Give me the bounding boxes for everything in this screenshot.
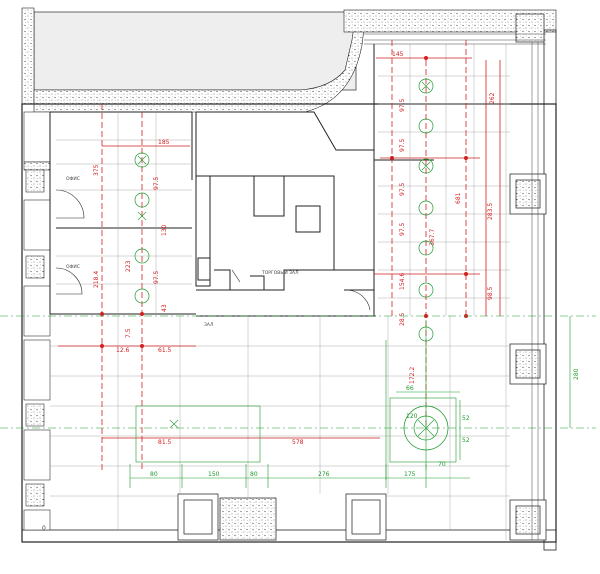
partitions xyxy=(49,44,434,317)
dim-left-low-c: 61.5 xyxy=(158,347,172,354)
dim-right-col-top: 262 xyxy=(489,92,496,104)
green-dimension-labels: 80 150 80 276 175 70 66 120 52 52 280 xyxy=(150,368,580,478)
ceiling-lights xyxy=(134,78,449,451)
green-marks xyxy=(137,81,435,437)
tile-grid xyxy=(50,44,510,540)
wall-bottom xyxy=(21,529,557,543)
dim-green-b4: 276 xyxy=(318,471,330,478)
right-piers xyxy=(509,13,547,541)
building-outline xyxy=(21,103,557,543)
corner-mark: 0 xyxy=(42,525,46,532)
dim-green-b2: 150 xyxy=(208,471,220,478)
dim-left-width-top: 185 xyxy=(158,139,170,146)
bottom-piers xyxy=(177,493,387,541)
wall-top-right xyxy=(343,9,557,33)
dim-right-inner-g: 28.5 xyxy=(399,312,406,326)
dim-green-r4: 52 xyxy=(462,437,470,444)
dim-right-inner-b: 97.5 xyxy=(399,138,406,152)
dim-left-inner-c: 97.5 xyxy=(153,270,160,284)
dim-green-r3: 52 xyxy=(462,415,470,422)
dim-right-col-bottom: 98.5 xyxy=(487,286,494,300)
dim-left-top-vertical: 375 xyxy=(93,164,100,176)
wall-right xyxy=(543,29,557,551)
green-axes xyxy=(0,315,596,488)
right-mullions xyxy=(364,33,546,540)
dim-green-b6: 70 xyxy=(438,461,446,468)
dim-left-inner-a: 97.5 xyxy=(153,176,160,190)
dim-top-right-width: 145 xyxy=(392,51,404,58)
dim-right-inner-c: 97.5 xyxy=(399,182,406,196)
courtyard-area xyxy=(33,11,357,91)
dim-right-inner-d: 97.5 xyxy=(399,222,406,236)
door-swings xyxy=(55,189,371,311)
dim-bottom-left-width: 81.5 xyxy=(158,439,172,446)
dim-green-side: 280 xyxy=(573,368,580,380)
dim-green-b3: 80 xyxy=(250,471,258,478)
room-labels: ОФИС ОФИС ТОРГОВЫЙ ЗАЛ ЗАЛ xyxy=(66,176,299,328)
room-label-sales-hall: ТОРГОВЫЙ ЗАЛ xyxy=(261,269,299,276)
dim-middle-small: 172.2 xyxy=(409,367,416,384)
red-markers xyxy=(100,56,468,348)
dim-green-r1: 66 xyxy=(406,385,414,392)
dim-left-low-a: 7.5 xyxy=(125,328,132,338)
dim-left-inner-e: 43 xyxy=(161,304,168,312)
dim-green-r2: 120 xyxy=(406,413,418,420)
dim-right-col-low: 283.5 xyxy=(487,203,494,220)
dim-bottom-span: 578 xyxy=(292,439,304,446)
dim-left-inner-d: 223 xyxy=(125,260,132,272)
red-dimension-labels: 145 262 681 283.5 98.5 97.5 97.5 97.5 97… xyxy=(93,51,496,446)
dim-left-low-b: 12.6 xyxy=(116,347,130,354)
dim-green-b1: 80 xyxy=(150,471,158,478)
dim-left-inner-b: 130 xyxy=(161,224,168,236)
room-label-office-2: ОФИС xyxy=(66,264,80,270)
dim-right-inner-a: 97.5 xyxy=(399,98,406,112)
dim-right-col-mid: 681 xyxy=(455,192,462,204)
dim-left-outer: 218.4 xyxy=(93,271,100,288)
dim-green-b5: 175 xyxy=(404,471,416,478)
room-label-hall: ЗАЛ xyxy=(204,322,213,328)
room-label-office-1: ОФИС xyxy=(66,176,80,182)
dim-right-inner-f: 154.6 xyxy=(399,273,406,290)
left-piers xyxy=(23,111,51,531)
wall-left xyxy=(21,7,35,105)
dim-right-inner-e: 367.7 xyxy=(429,229,436,246)
